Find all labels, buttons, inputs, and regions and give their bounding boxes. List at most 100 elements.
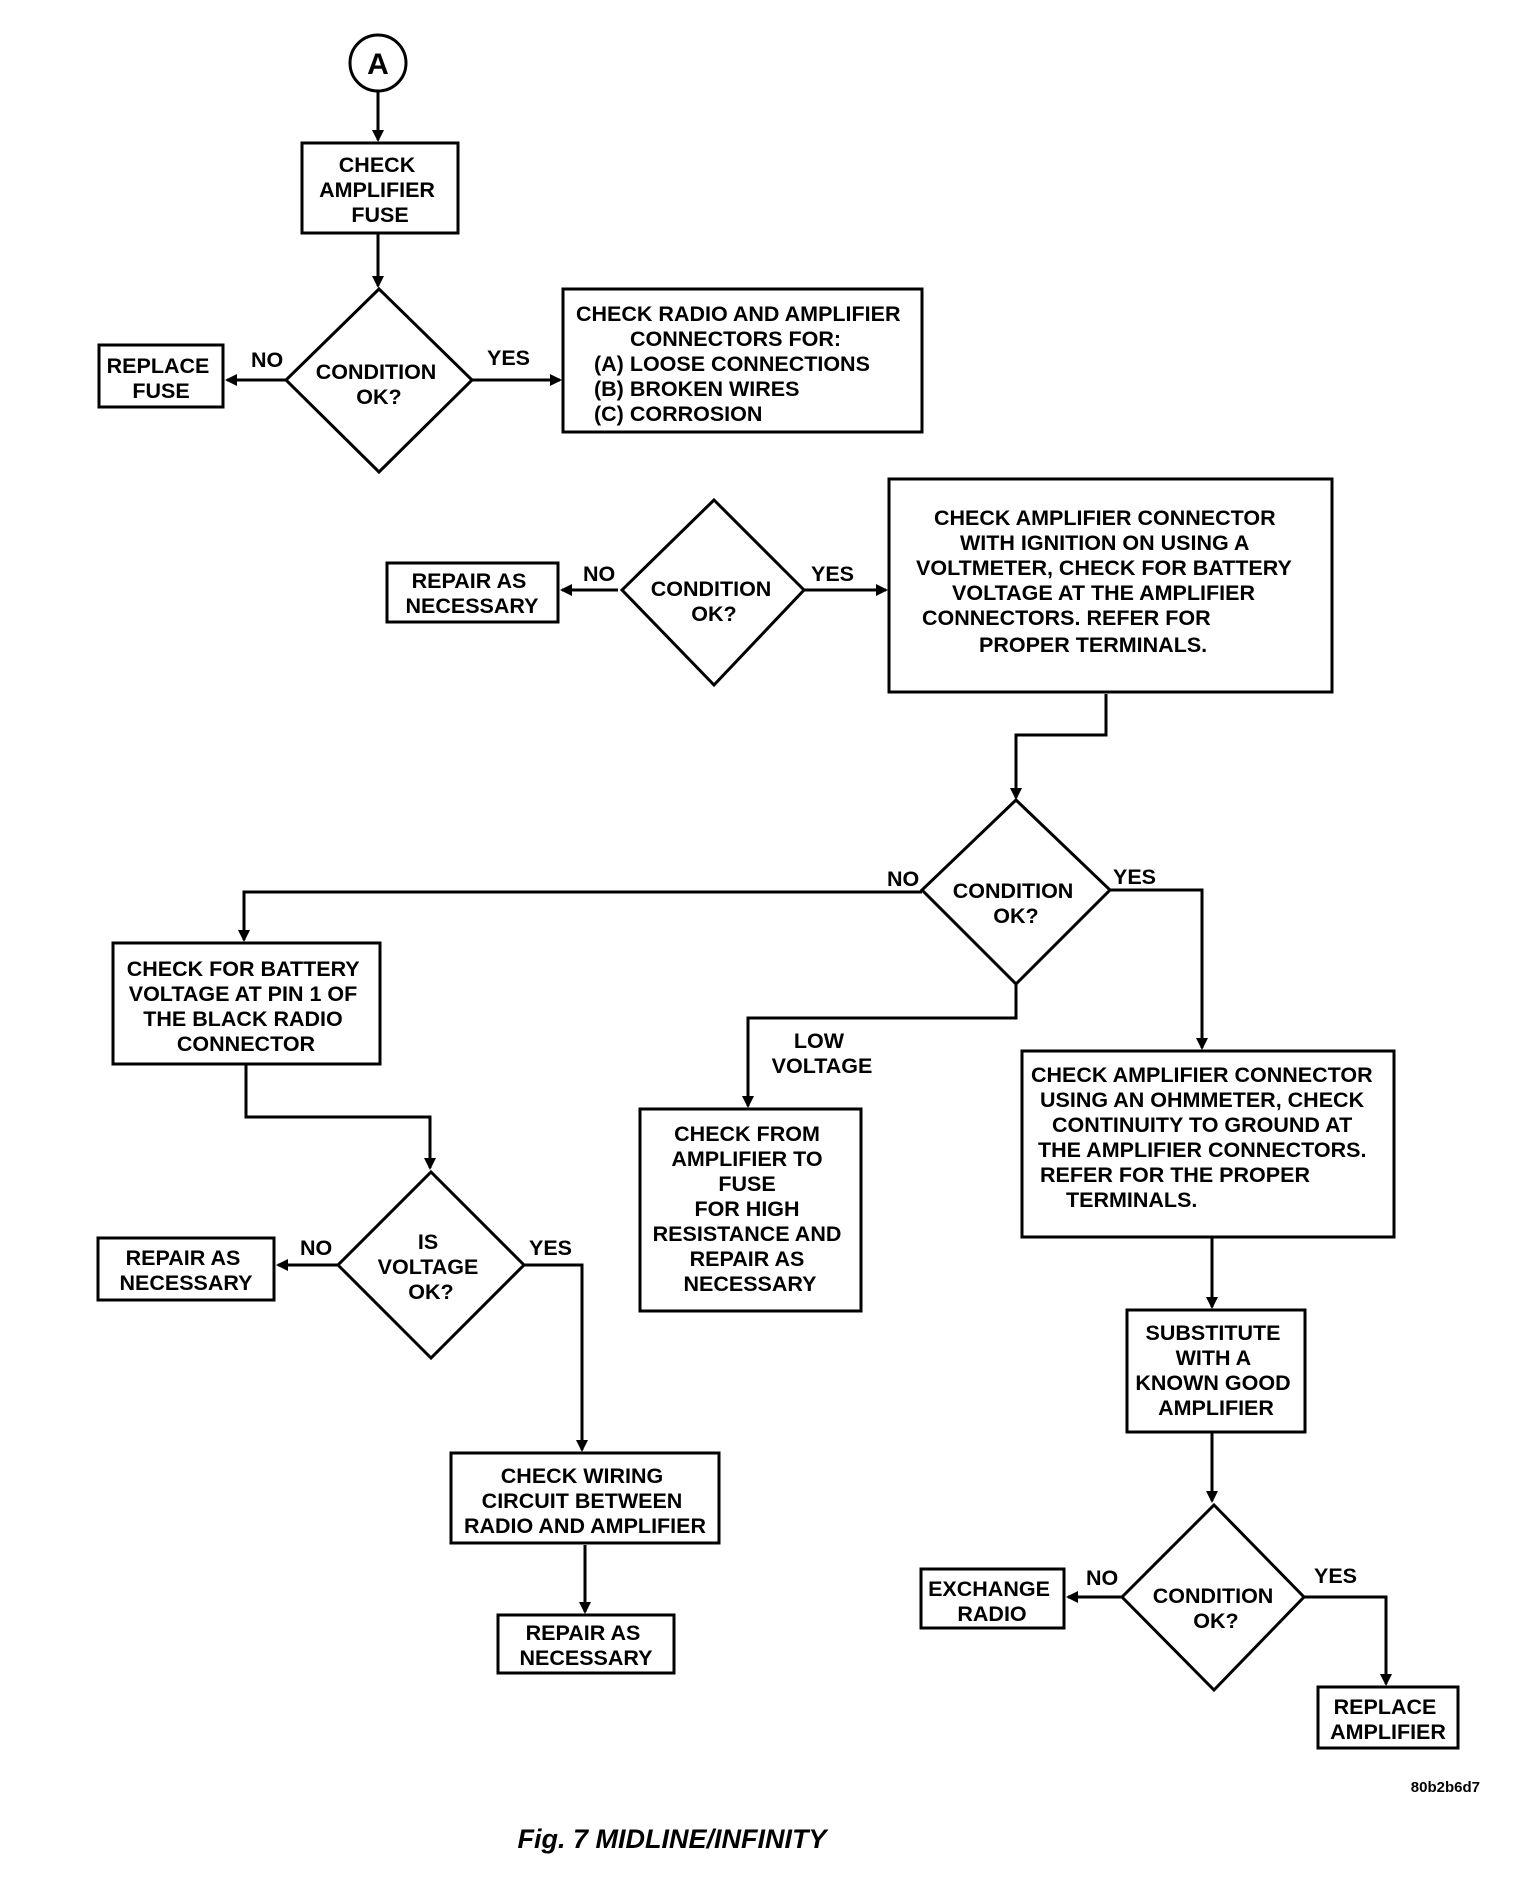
check-ohmmeter-step: CHECK AMPLIFIER CONNECTOR USING AN OHMME… xyxy=(1020,1049,1396,1239)
edge-label-no: NO xyxy=(1086,1566,1118,1590)
node-text: REPLACE xyxy=(1334,1695,1437,1719)
node-text: NECESSARY xyxy=(119,1271,252,1295)
connector-a xyxy=(348,33,408,93)
node-text: CHECK WIRING xyxy=(501,1464,663,1488)
edge-label-line: LOW xyxy=(794,1029,845,1053)
svg-text:CONDITION OK?: CONDITION OK? xyxy=(316,360,443,409)
replace-amplifier-step: REPLACE AMPLIFIER xyxy=(1316,1685,1460,1750)
node-text: CONDITION xyxy=(953,879,1074,903)
node-text: CONDITION xyxy=(1153,1584,1274,1608)
node-text: FOR HIGH xyxy=(694,1197,799,1221)
node-text: OK? xyxy=(356,385,401,409)
substitute-amplifier-step: SUBSTITUTE WITH A KNOWN GOOD AMPLIFIER xyxy=(1125,1308,1307,1434)
node-text: CHECK xyxy=(339,153,416,177)
condition-decision-1: CONDITION OK? xyxy=(283,286,475,475)
edge-label-low-voltage: LOW VOLTAGE xyxy=(772,1029,873,1078)
node-text: OK? xyxy=(993,904,1038,928)
check-from-amplifier-step: CHECK FROM AMPLIFIER TO FUSE FOR HIGH RE… xyxy=(638,1107,863,1313)
svg-text:SUBSTITUTE WITH A: SUBSTITUTE WITH A KNOWN GOOD AMPLIFIER xyxy=(1135,1321,1296,1420)
edge-label-yes: YES xyxy=(487,346,530,370)
condition-decision-2: CONDITION OK? xyxy=(619,497,807,688)
svg-text:CHECK FROM AMPLIFIER TO: CHECK FROM AMPLIFIER TO FUSE FOR HIGH RE… xyxy=(653,1122,848,1296)
image-code: 80b2b6d7 xyxy=(1411,1779,1480,1796)
node-text: IS xyxy=(418,1230,438,1254)
svg-text:CHECK FOR BATTERY VOLTAG: CHECK FOR BATTERY VOLTAGE AT PIN 1 OF TH… xyxy=(127,957,366,1056)
node-text: THE BLACK RADIO xyxy=(143,1007,342,1031)
node-text: CHECK FOR BATTERY xyxy=(127,957,360,981)
node-text: (C) CORROSION xyxy=(594,402,762,426)
svg-text:CHECK WIRING CIRCUIT BET: CHECK WIRING CIRCUIT BETWEEN RADIO AND A… xyxy=(464,1464,707,1538)
repair-step-3: REPAIR AS NECESSARY xyxy=(496,1613,676,1675)
svg-text:CONDITION OK?: CONDITION OK? xyxy=(953,879,1080,928)
svg-text:CHECK AMPLIFIER FU: CHECK AMPLIFIER FUSE xyxy=(319,153,441,227)
node-text: REPAIR AS xyxy=(690,1247,805,1271)
node-text: (A) LOOSE CONNECTIONS xyxy=(594,352,870,376)
svg-text:IS VOLTAGE OK?: IS VOLTAGE OK? xyxy=(378,1230,485,1304)
node-text: RADIO AND AMPLIFIER xyxy=(464,1514,707,1538)
svg-text:CHECK AMPLIFIER CONNECTOR: CHECK AMPLIFIER CONNECTOR USING AN OHMME… xyxy=(1031,1063,1379,1212)
replace-fuse-step: REPLACE FUSE xyxy=(97,343,225,409)
node-text: OK? xyxy=(691,602,736,626)
node-text: KNOWN GOOD xyxy=(1135,1371,1290,1395)
condition-decision-4: CONDITION OK? xyxy=(1119,1502,1307,1693)
node-text: EXCHANGE xyxy=(928,1577,1050,1601)
svg-text:REPAIR AS NECESSARY: REPAIR AS NECESSARY xyxy=(405,569,538,618)
svg-text:CONDITION OK?: CONDITION OK? xyxy=(651,577,778,626)
edge-label-yes: YES xyxy=(529,1236,572,1260)
edge-label-no: NO xyxy=(300,1236,332,1260)
svg-text:REPAIR AS NECESSARY: REPAIR AS NECESSARY xyxy=(519,1621,652,1670)
node-text: CONNECTORS FOR: xyxy=(630,327,841,351)
edge-label-yes: YES xyxy=(1113,865,1156,889)
node-text: WITH A xyxy=(1176,1346,1251,1370)
check-connectors-step: CHECK RADIO AND AMPLIFIER CONNECTORS FOR… xyxy=(561,287,924,434)
node-text: TERMINALS. xyxy=(1066,1188,1197,1212)
node-text: USING AN OHMMETER, CHECK xyxy=(1040,1088,1365,1112)
node-text: WITH IGNITION ON USING A xyxy=(960,531,1249,555)
node-text: REFER FOR THE PROPER xyxy=(1040,1163,1310,1187)
svg-text:CHECK AMPLIFIER CONNECTOR: CHECK AMPLIFIER CONNECTOR WITH IGNITION … xyxy=(916,506,1297,657)
node-text: CONNECTORS. REFER FOR xyxy=(922,606,1211,630)
edge-label-no: NO xyxy=(887,867,919,891)
node-text: CONDITION xyxy=(651,577,772,601)
check-fuse-step: CHECK AMPLIFIER FUSE xyxy=(300,141,460,235)
node-text: VOLTAGE AT PIN 1 OF xyxy=(129,982,358,1006)
node-text: REPAIR AS xyxy=(526,1621,641,1645)
node-text: CONNECTOR xyxy=(177,1032,316,1056)
svg-text:CONDITION OK?: CONDITION OK? xyxy=(1153,1584,1280,1633)
node-text: RADIO xyxy=(957,1602,1026,1626)
node-text: CHECK AMPLIFIER CONNECTOR xyxy=(934,506,1276,530)
node-text: CHECK FROM xyxy=(674,1122,820,1146)
node-text: PROPER TERMINALS. xyxy=(979,633,1207,657)
edge-label-yes: YES xyxy=(1314,1564,1357,1588)
node-text: NECESSARY xyxy=(683,1272,816,1296)
repair-step-2: REPAIR AS NECESSARY xyxy=(96,1236,276,1302)
svg-text:REPLACE AMPLIFIER: REPLACE AMPLIFIER xyxy=(1330,1695,1446,1744)
node-text: REPAIR AS xyxy=(412,569,527,593)
svg-text:CHECK RADIO AND AMPLIFIER: CHECK RADIO AND AMPLIFIER CONNECTORS FOR… xyxy=(576,302,906,426)
repair-step-1: REPAIR AS NECESSARY xyxy=(385,561,560,624)
edge-labels: NO YES NO YES NO YES LOW VOLTAGE NO YES … xyxy=(251,346,1357,1590)
svg-text:REPLACE FUSE: REPLACE FUSE xyxy=(107,354,216,403)
node-text: SUBSTITUTE xyxy=(1146,1321,1281,1345)
edge-label-no: NO xyxy=(251,348,283,372)
svg-text:REPAIR AS NECESSARY: REPAIR AS NECESSARY xyxy=(119,1246,252,1295)
node-text: NECESSARY xyxy=(405,594,538,618)
node-text: RESISTANCE AND xyxy=(653,1222,842,1246)
check-wiring-step: CHECK WIRING CIRCUIT BETWEEN RADIO AND A… xyxy=(449,1451,721,1545)
node-text: AMPLIFIER TO xyxy=(671,1147,822,1171)
node-text: REPLACE xyxy=(107,354,210,378)
node-text: CHECK RADIO AND AMPLIFIER xyxy=(576,302,901,326)
node-text: REPAIR AS xyxy=(126,1246,241,1270)
node-text: CONDITION xyxy=(316,360,437,384)
node-text: THE AMPLIFIER CONNECTORS. xyxy=(1038,1138,1366,1162)
node-text: NECESSARY xyxy=(519,1646,652,1670)
condition-decision-3: CONDITION OK? xyxy=(919,797,1113,987)
edge-label-line: VOLTAGE xyxy=(772,1054,873,1078)
connector-a-label: A xyxy=(367,48,389,81)
edge-label-yes: YES xyxy=(811,562,854,586)
is-voltage-decision: IS VOLTAGE OK? xyxy=(335,1169,527,1361)
node-text: CIRCUIT BETWEEN xyxy=(482,1489,683,1513)
figure-caption: Fig. 7 MIDLINE/INFINITY xyxy=(518,1824,830,1854)
exchange-radio-step: EXCHANGE RADIO xyxy=(919,1567,1066,1630)
